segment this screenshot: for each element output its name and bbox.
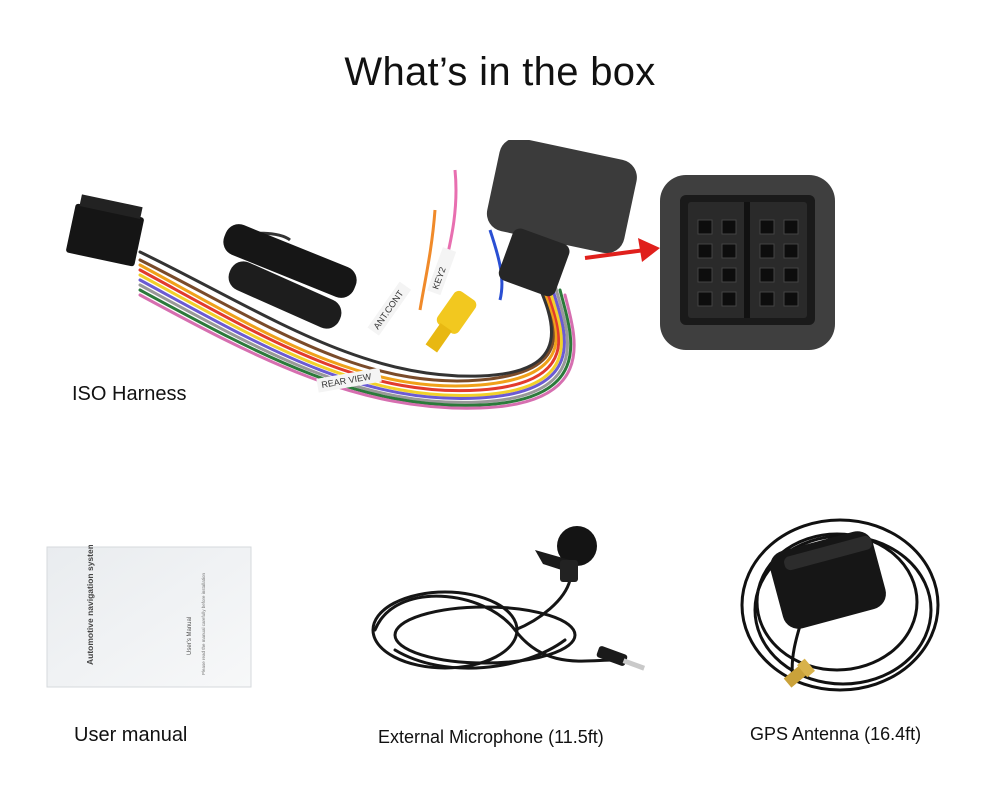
- microphone-image: [371, 526, 646, 671]
- gps-antenna-label: GPS Antenna (16.4ft): [750, 724, 922, 744]
- iso-harness-label: ISO Harness: [72, 383, 187, 405]
- iso-harness-image: KEY2 ANT.CONT REAR VIEW: [66, 140, 835, 410]
- page-title: What’s in the box: [344, 50, 656, 94]
- manual-cover-title: Automotive navigation systems: [85, 545, 95, 665]
- gps-antenna-image: [740, 518, 940, 692]
- manual-cover-subtitle: User's Manual: [187, 617, 193, 655]
- microphone-label: External Microphone (11.5ft): [378, 727, 604, 747]
- wire-tag-ant-cont: ANT.CONT: [371, 288, 405, 331]
- user-manual-label: User manual: [74, 724, 188, 746]
- manual-cover-note: Please read the manual carefully before …: [201, 572, 206, 675]
- user-manual-image: Automotive navigation systems User's Man…: [46, 545, 252, 688]
